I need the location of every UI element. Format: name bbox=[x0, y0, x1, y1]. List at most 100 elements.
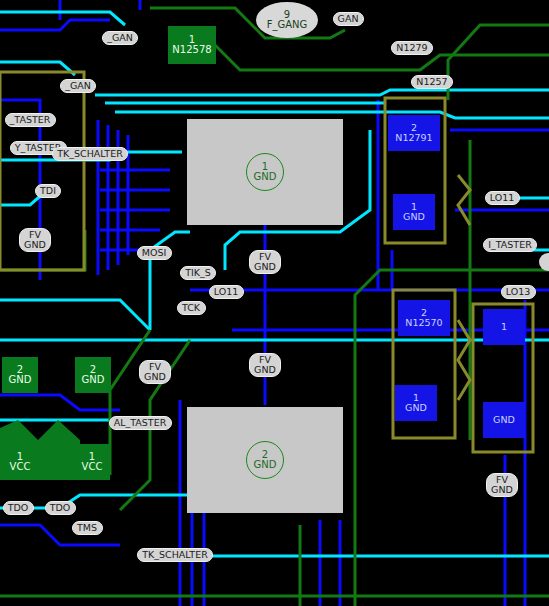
pad-label: GND bbox=[9, 375, 32, 386]
via-pad: _GAN bbox=[102, 31, 138, 45]
top-layer-traces bbox=[0, 12, 549, 556]
via-pad: LO13 bbox=[501, 285, 536, 299]
trace bbox=[0, 395, 120, 410]
pad-label: 1 bbox=[189, 35, 195, 46]
pad-label: TCK bbox=[182, 303, 200, 313]
trace bbox=[0, 300, 150, 330]
via-pad: FVGND bbox=[139, 360, 171, 384]
pad-label: MOSI bbox=[142, 248, 167, 258]
via-pad: TCK bbox=[177, 301, 206, 315]
pad-label: VCC bbox=[82, 462, 103, 473]
pad-label: GND bbox=[254, 262, 276, 272]
via-pad: FVGND bbox=[19, 228, 51, 252]
smd-pad: 2GND bbox=[75, 357, 111, 393]
pad-label: 1 bbox=[501, 322, 507, 332]
trace bbox=[0, 595, 549, 598]
via-pad: TIK_S bbox=[180, 266, 216, 280]
smd-pad: 1N12578 bbox=[168, 26, 216, 64]
pad-label: TK_SCHALTER bbox=[57, 149, 122, 159]
via-drills bbox=[539, 253, 549, 271]
trace bbox=[448, 25, 549, 100]
via-pad: N1279 bbox=[391, 41, 433, 55]
trace bbox=[60, 0, 140, 20]
pad-label: 1 bbox=[262, 162, 268, 173]
pad-label: FV bbox=[259, 252, 271, 262]
pad-label: LO13 bbox=[506, 287, 531, 297]
pad-label: 2 bbox=[17, 365, 23, 376]
via-pad: I_TASTER bbox=[483, 238, 537, 252]
via bbox=[539, 253, 549, 271]
inner-layer-traces bbox=[0, 8, 549, 606]
via-pad: TDO bbox=[3, 501, 34, 515]
thermal-pad: 2GND bbox=[187, 407, 343, 513]
smd-pad: GND bbox=[483, 402, 525, 438]
thermal-pad: 1GND bbox=[187, 119, 343, 225]
via-pad: FVGND bbox=[249, 353, 281, 377]
via-pad: TDI bbox=[35, 184, 61, 198]
net-pad: 9F_GANG bbox=[256, 2, 318, 38]
pad-label: GND bbox=[254, 460, 277, 471]
smd-pad: 1VCC bbox=[74, 444, 110, 480]
trace bbox=[0, 20, 110, 30]
pad-label: N1257 bbox=[416, 77, 447, 87]
via-pad: N1257 bbox=[411, 75, 453, 89]
pad-label: GND bbox=[82, 375, 105, 386]
via-pad: _GAN bbox=[60, 79, 96, 93]
outline bbox=[458, 175, 470, 400]
pad-label: GND bbox=[144, 372, 166, 382]
trace bbox=[105, 102, 385, 105]
pad-label: _TASTER bbox=[10, 115, 51, 125]
trace bbox=[97, 120, 100, 275]
pad-label: _GAN bbox=[65, 81, 91, 91]
outline bbox=[0, 72, 84, 270]
trace bbox=[215, 45, 549, 70]
pad-label: 2 bbox=[411, 123, 417, 133]
trace bbox=[100, 170, 170, 250]
pad-ring: 1GND bbox=[246, 153, 284, 191]
smd-pad: 2N12791 bbox=[388, 115, 440, 151]
via-pad: FVGND bbox=[486, 473, 518, 497]
trace bbox=[0, 100, 40, 280]
pad-label: TMS bbox=[77, 523, 97, 533]
pad-label: 1 bbox=[17, 452, 23, 463]
pad-label: GND bbox=[493, 415, 515, 425]
outline bbox=[473, 304, 533, 452]
smd-pad: 1VCC bbox=[2, 444, 38, 480]
pad-label: FV bbox=[496, 475, 508, 485]
via-pad: TK_SCHALTER bbox=[52, 147, 128, 161]
via-pad: GAN bbox=[333, 12, 364, 26]
pad-label: GND bbox=[254, 365, 276, 375]
smd-pad: 1GND bbox=[393, 194, 435, 230]
via-pad: LO11 bbox=[485, 191, 520, 205]
pad-label: FV bbox=[149, 362, 161, 372]
pad-label: LO11 bbox=[490, 193, 515, 203]
pad-label: N12791 bbox=[395, 133, 432, 143]
via-pad: TDO bbox=[45, 501, 76, 515]
pad-label: I_TASTER bbox=[488, 240, 532, 250]
pad-label: VCC bbox=[10, 462, 31, 473]
pad-label: TIK_S bbox=[185, 268, 211, 278]
pad-label: 1 bbox=[89, 452, 95, 463]
via-pad: FVGND bbox=[249, 250, 281, 274]
pad-label: GND bbox=[254, 172, 277, 183]
pad-ring: 2GND bbox=[246, 441, 284, 479]
pad-label: GND bbox=[405, 403, 427, 413]
outline bbox=[385, 98, 445, 243]
vcc-copper bbox=[0, 420, 80, 480]
trace bbox=[110, 330, 150, 475]
pad-label: GAN bbox=[338, 14, 359, 24]
trace bbox=[469, 140, 472, 440]
trace bbox=[95, 90, 549, 95]
via-pad: LO11 bbox=[209, 285, 244, 299]
via-pad: MOSI bbox=[137, 246, 172, 260]
pad-label: TK_SCHALTER bbox=[142, 550, 207, 560]
pad-label: 1 bbox=[413, 393, 419, 403]
pad-label: 2 bbox=[421, 308, 427, 318]
trace bbox=[320, 520, 340, 606]
trace bbox=[0, 12, 125, 25]
via-pad: _TASTER bbox=[5, 113, 56, 127]
smd-pad: 2GND bbox=[2, 357, 38, 393]
trace bbox=[115, 112, 549, 118]
